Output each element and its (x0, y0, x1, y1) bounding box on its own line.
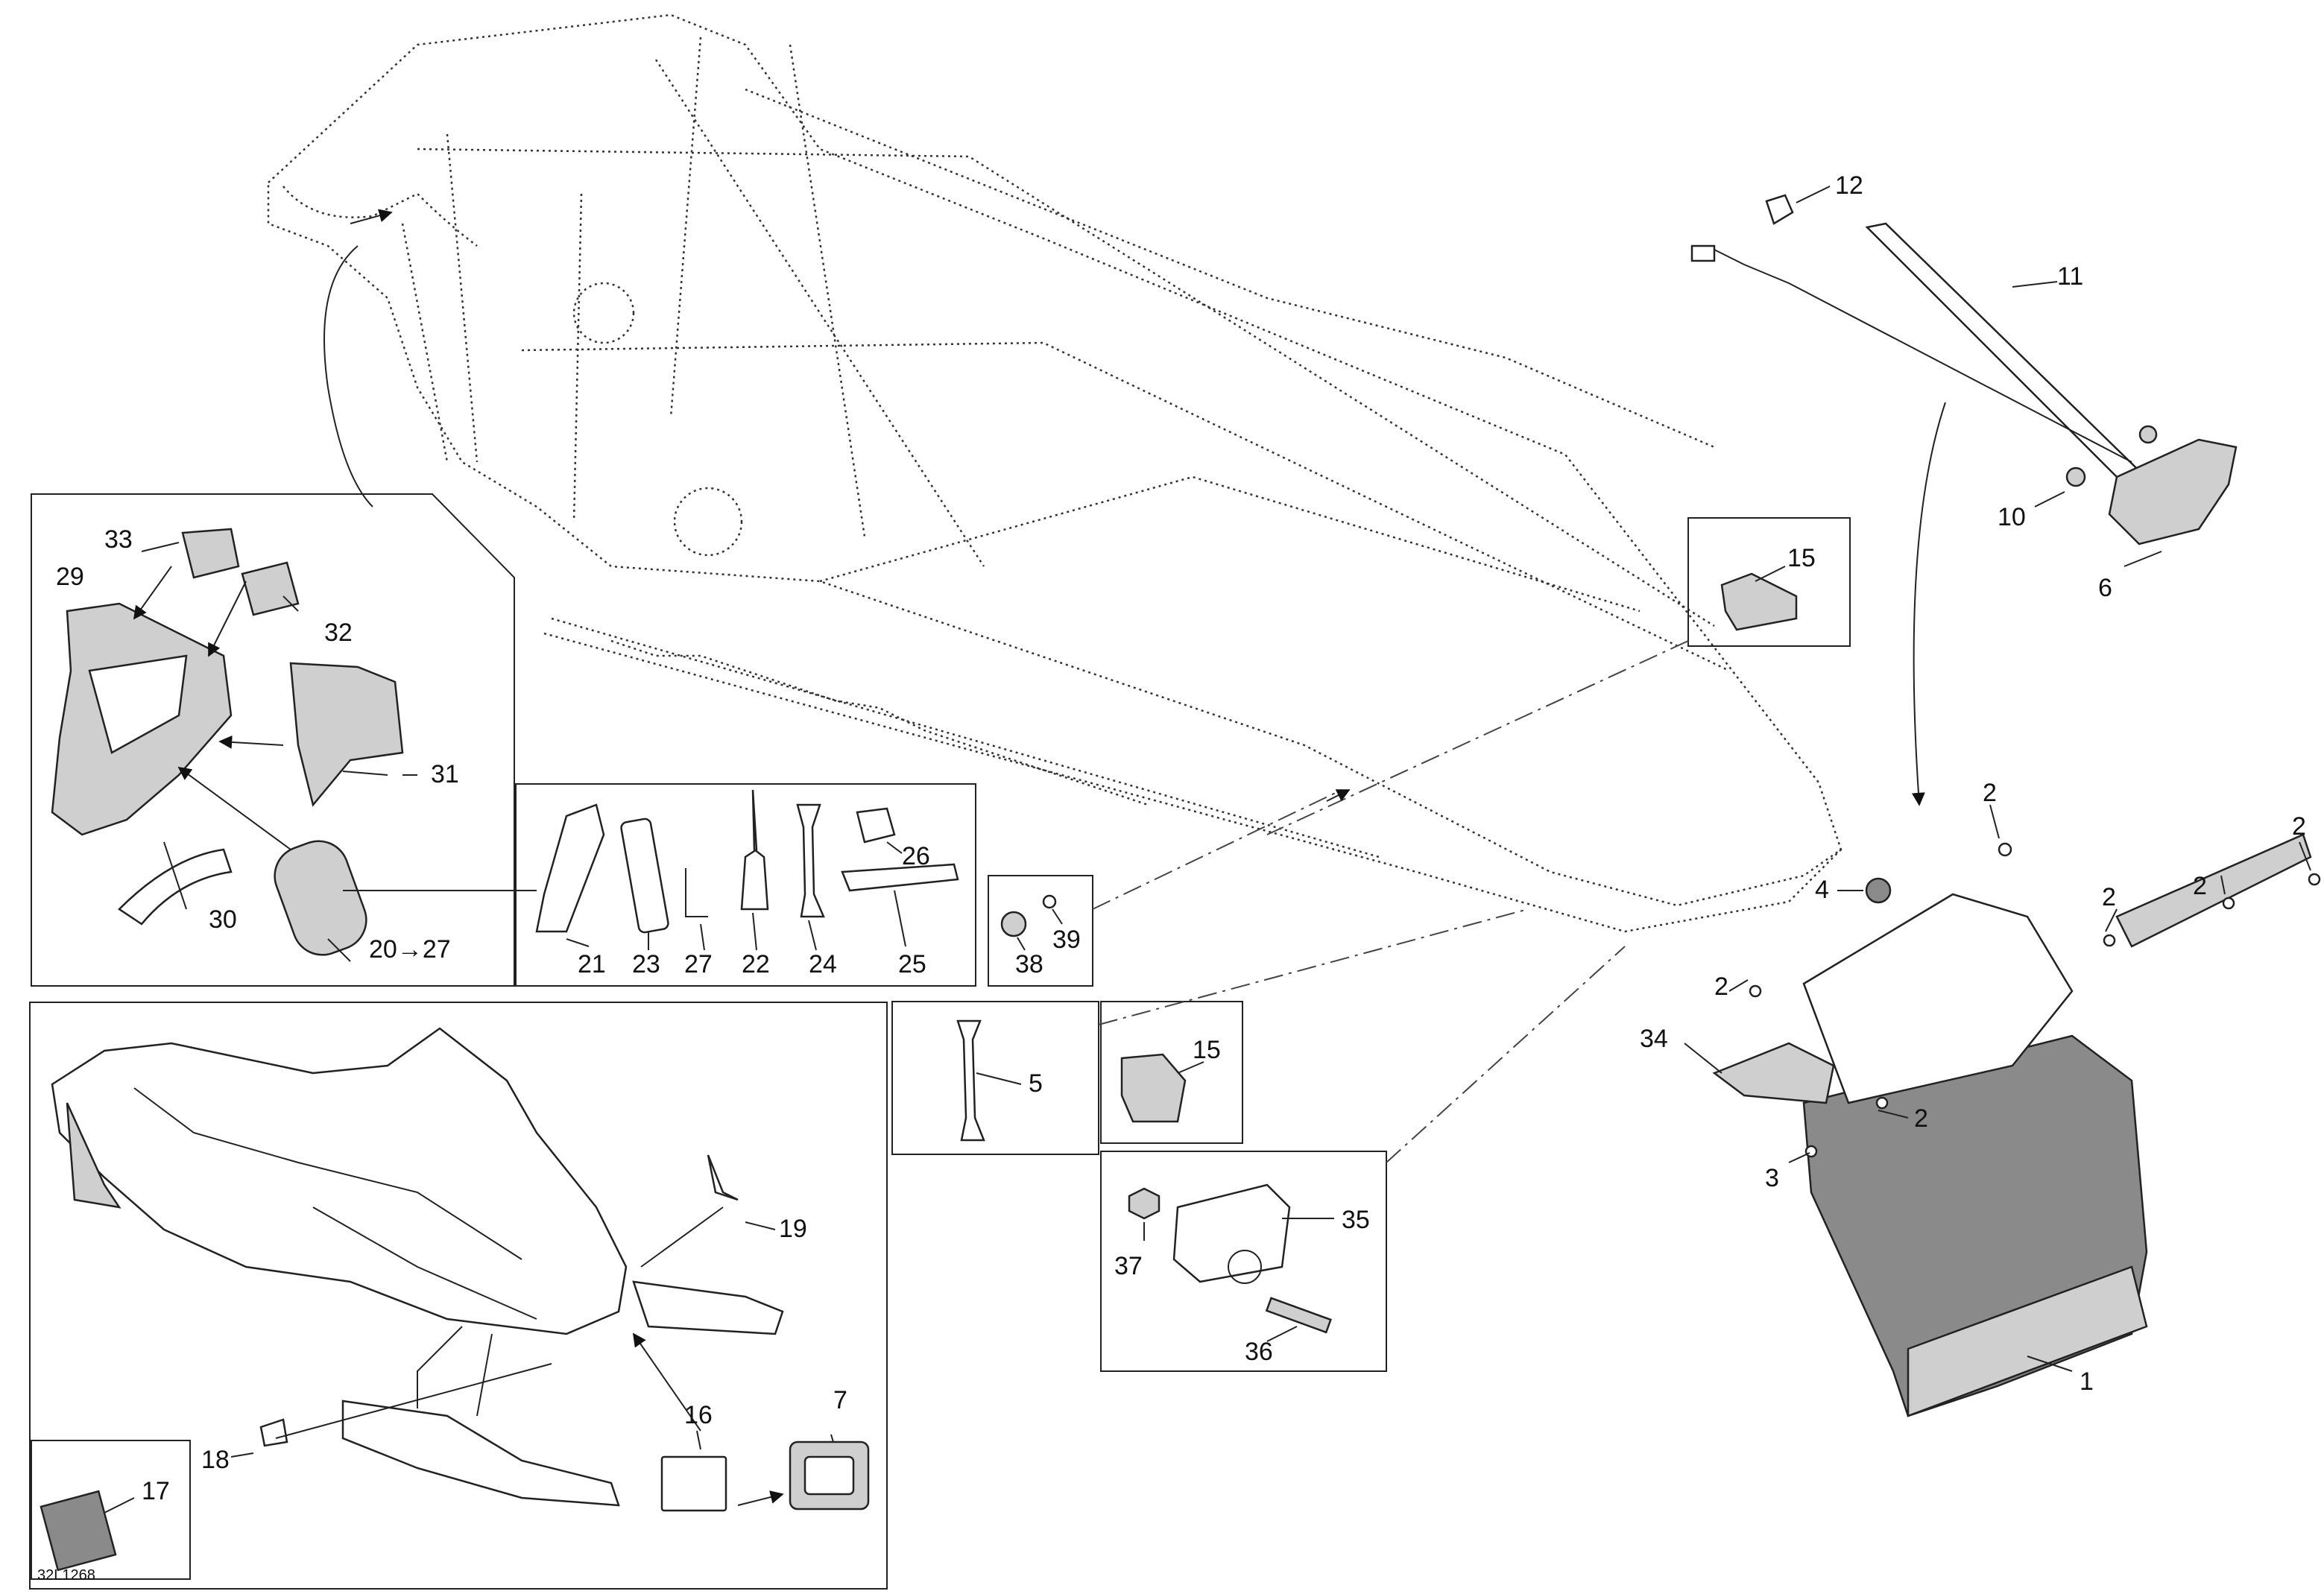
ski-icon (632, 1280, 784, 1335)
bracket-34-icon (1712, 1042, 1835, 1104)
callout-2-a: 2 (1983, 779, 1997, 807)
pad-32-icon (241, 561, 300, 616)
nut-37-icon (1128, 1187, 1161, 1220)
callout-36: 36 (1245, 1338, 1273, 1366)
callout-38: 38 (1015, 950, 1043, 978)
callout-26: 26 (902, 842, 930, 870)
panel-vehicle: 19 18 16 7 (29, 1002, 888, 1590)
decal-18-icon (259, 1418, 288, 1447)
callout-7: 7 (833, 1386, 847, 1414)
callout-1: 1 (2080, 1367, 2094, 1396)
leader-15-upper (1266, 640, 1689, 835)
strap-30-icon (118, 848, 233, 926)
callout-2-d: 2 (2292, 812, 2306, 841)
nut-10-icon (2065, 467, 2086, 487)
pouch-20-27-icon (274, 840, 367, 956)
bracket-15-icon (1720, 572, 1798, 631)
callout-2-f: 2 (1914, 1104, 1928, 1133)
tool-21-icon (535, 803, 605, 933)
callout-27: 27 (684, 950, 713, 978)
callout-15-upper: 15 (1787, 544, 1816, 572)
callout-31: 31 (431, 760, 459, 788)
taillight-assembly: 12 11 10 6 (1690, 171, 2238, 806)
screw-2-icon (1998, 842, 2012, 857)
leader-hitch (1386, 946, 1626, 1163)
callout-6: 6 (2098, 574, 2112, 602)
callout-39: 39 (1052, 926, 1081, 954)
leader-wrench (1098, 908, 1529, 1025)
panel-decal-17: 17 (31, 1440, 191, 1580)
wrench-5-icon (956, 1019, 985, 1142)
panel-storage-bag: 33 29 32 31 30 20→27 (31, 493, 537, 987)
hitch-35-icon (1172, 1183, 1291, 1283)
logo-4-icon (1865, 877, 1892, 904)
callout-11: 11 (2057, 262, 2083, 291)
callout-24: 24 (809, 950, 837, 978)
cable-25-icon (841, 863, 959, 892)
ski-left-icon (341, 1400, 620, 1507)
nut-38-icon (1000, 911, 1027, 937)
callout-37: 37 (1114, 1252, 1143, 1280)
callout-5: 5 (1029, 1069, 1043, 1098)
mudflap-bracket-4-icon (1802, 893, 2074, 1104)
chassis-frame (267, 13, 1843, 933)
snowmobile-body-icon (51, 1027, 628, 1335)
callout-21: 21 (578, 950, 606, 978)
callout-2-e: 2 (1714, 972, 1728, 1001)
card-16-icon (660, 1455, 727, 1512)
tool-22-icon (740, 789, 769, 911)
taillight-6-icon (2108, 438, 2238, 545)
snowflap-assembly: 2 2 2 2 2 2 3 4 34 1 (1640, 779, 2321, 1417)
callout-18: 18 (201, 1446, 230, 1474)
windshield-decal-19-icon (707, 1154, 739, 1201)
callout-30: 30 (209, 905, 237, 934)
tool-24-icon (796, 803, 825, 918)
panel-bracket-15-upper: 15 (1687, 517, 1851, 647)
panel-bracket-15-lower: 15 (1100, 1001, 1243, 1144)
pad-31-icon (289, 662, 404, 807)
screw-39-icon (1042, 894, 1057, 909)
callout-2-b: 2 (2102, 883, 2116, 911)
bracket-15-lower-icon (1120, 1053, 1187, 1123)
leader-38-39 (1092, 789, 1342, 910)
clip-26-icon (856, 807, 896, 844)
panel-tool-kit: 21 23 27 22 24 26 25 (515, 783, 976, 987)
pad-33-icon (181, 528, 240, 579)
link-line-frame (323, 245, 373, 507)
panel-fasteners: 38 39 (988, 875, 1093, 987)
callout-33: 33 (104, 525, 133, 554)
callout-29: 29 (56, 563, 84, 591)
callout-16: 16 (684, 1401, 713, 1429)
callout-20-27: 20→27 (369, 935, 451, 964)
decal-17-icon (40, 1490, 117, 1572)
callout-10: 10 (1998, 503, 2026, 531)
callout-22: 22 (742, 950, 770, 978)
panel-wrench: 5 (891, 1001, 1099, 1155)
tool-27-icon (685, 868, 708, 917)
callout-25: 25 (898, 950, 926, 978)
callout-35: 35 (1342, 1206, 1370, 1234)
clip-12-icon (1765, 194, 1794, 225)
callout-34: 34 (1640, 1025, 1668, 1053)
callout-2-c: 2 (2193, 872, 2207, 900)
callout-32: 32 (324, 619, 353, 647)
callout-3: 3 (1765, 1164, 1779, 1192)
arrow-frame (350, 209, 393, 224)
callout-15-lower: 15 (1193, 1036, 1221, 1064)
callout-12: 12 (1835, 171, 1863, 200)
drawing-reference: 32L1268 (37, 1567, 95, 1584)
callout-19: 19 (779, 1215, 807, 1243)
panel-hitch: 35 37 36 (1100, 1151, 1387, 1372)
tool-23-icon (620, 817, 669, 934)
support-2-icon (2115, 833, 2312, 948)
bolt-36-icon (1265, 1297, 1332, 1334)
callout-4: 4 (1815, 876, 1829, 904)
callout-23: 23 (632, 950, 660, 978)
callout-17: 17 (142, 1477, 170, 1505)
